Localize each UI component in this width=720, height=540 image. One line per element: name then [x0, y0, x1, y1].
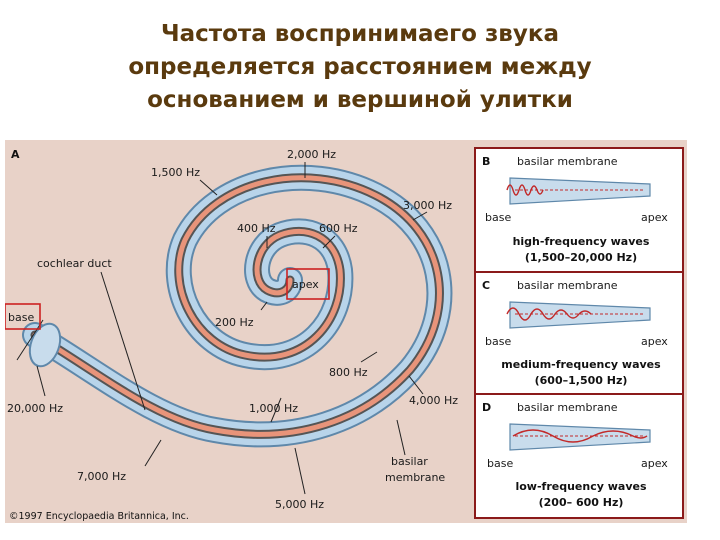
title-line-2: определяется расстоянием между: [128, 54, 592, 80]
panel-b-membrane-label: basilar membrane: [517, 155, 618, 168]
basilar-membrane-band: [32, 175, 442, 437]
label-3000hz: 3,000 Hz: [403, 199, 452, 212]
panel-d-letter: D: [482, 401, 491, 414]
panel-b-apex-label: apex: [641, 211, 668, 224]
leader-lines: [16, 162, 428, 495]
cochlea-illustration: A 2,000 Hz 1,500 Hz 3,000 Hz 400 Hz 600 …: [5, 147, 684, 522]
panel-d-wave: [512, 429, 648, 443]
panel-d-base-label: base: [487, 457, 513, 470]
label-2000hz: 2,000 Hz: [287, 148, 336, 161]
title-line-3: основанием и вершиной улитки: [147, 87, 573, 113]
label-cochlear-duct: cochlear duct: [37, 257, 112, 270]
panel-c-apex-label: apex: [641, 335, 668, 348]
panel-d-membrane-label: basilar membrane: [517, 401, 618, 414]
label-1500hz: 1,500 Hz: [151, 166, 200, 179]
panel-c-letter: C: [482, 279, 490, 292]
label-apex: apex: [292, 278, 319, 291]
label-5000hz: 5,000 Hz: [275, 498, 324, 511]
panel-b-caption: high-frequency waves: [513, 235, 650, 248]
panel-c-caption: medium-frequency waves: [501, 358, 661, 371]
copyright-notice: ©1997 Encyclopaedia Britannica, Inc.: [9, 511, 189, 522]
label-400hz: 400 Hz: [237, 222, 276, 235]
panel-a-letter: A: [11, 148, 20, 161]
panel-b-wave: [506, 184, 544, 196]
apex-highlight-box: [286, 268, 330, 300]
label-200hz: 200 Hz: [215, 316, 254, 329]
panel-b-range: (1,500–20,000 Hz): [525, 251, 637, 264]
label-basilar: basilar: [391, 455, 428, 468]
label-4000hz: 4,000 Hz: [409, 394, 458, 407]
panel-c: C basilar membrane base apex medium-freq…: [482, 279, 668, 387]
panel-c-membrane-label: basilar membrane: [517, 279, 618, 292]
label-1000hz: 1,000 Hz: [249, 402, 298, 415]
label-membrane: membrane: [385, 471, 445, 484]
panel-d-range: (200– 600 Hz): [539, 496, 624, 509]
panel-c-wave: [506, 307, 592, 321]
panel-c-range: (600–1,500 Hz): [535, 374, 628, 387]
cochlea-figure: A 2,000 Hz 1,500 Hz 3,000 Hz 400 Hz 600 …: [5, 140, 687, 523]
panel-b-base-label: base: [485, 211, 511, 224]
label-base: base: [8, 311, 34, 324]
panel-d-caption: low-frequency waves: [515, 480, 646, 493]
panel-b-tube: [509, 177, 651, 205]
slide-title: Частота воспринимаего звука определяется…: [0, 18, 720, 117]
panel-d: D basilar membrane base apex low-frequen…: [482, 401, 668, 509]
base-end-cap: [28, 322, 62, 368]
panels-frame: [474, 147, 684, 519]
panel-d-apex-label: apex: [641, 457, 668, 470]
base-highlight-box: [5, 303, 41, 330]
panel-b-letter: B: [482, 155, 490, 168]
label-600hz: 600 Hz: [319, 222, 358, 235]
panel-c-tube: [509, 301, 651, 329]
panel-c-base-label: base: [485, 335, 511, 348]
label-800hz: 800 Hz: [329, 366, 368, 379]
label-20000hz: 20,000 Hz: [7, 402, 63, 415]
title-line-1: Частота воспринимаего звука: [161, 21, 559, 47]
label-7000hz: 7,000 Hz: [77, 470, 126, 483]
panel-b: B basilar membrane base apex high-freque…: [482, 155, 668, 264]
cochlea-spiral: [22, 164, 453, 448]
